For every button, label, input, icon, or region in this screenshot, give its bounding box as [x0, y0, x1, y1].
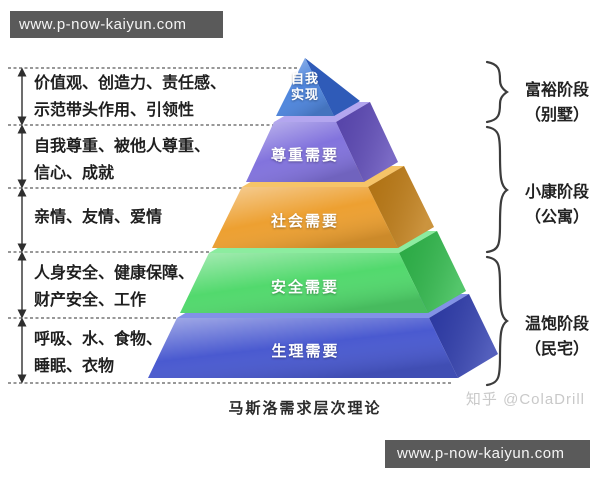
level-label-self-actualization: 自我 实现 [275, 71, 335, 103]
stage-label-line: 温饱阶段 [524, 316, 589, 333]
stage-label-line: （民宅） [524, 341, 589, 358]
watermark-bar-top: www.p-now-kaiyun.com [10, 11, 223, 38]
stage-label-subsistence: 温饱阶段 （民宅） [514, 312, 600, 362]
diagram-title: 马斯洛需求层次理论 [228, 400, 382, 417]
level5-side-shade [429, 294, 498, 378]
annotation-self-actualization: 价值观、创造力、责任感、 示范带头作用、引领性 [34, 70, 252, 124]
annotation-safety: 人身安全、健康保障、 财产安全、工作 [34, 260, 252, 314]
stage-label-line: 小康阶段 [524, 184, 589, 201]
author-credit: 知乎 @ColaDrill [465, 391, 585, 408]
level1-side-face [305, 58, 360, 116]
pyramid-level-esteem [246, 102, 398, 182]
annotation-line: 人身安全、健康保障、 [34, 265, 195, 282]
stage-label-comfortable: 小康阶段 （公寓） [514, 180, 600, 230]
level4-front-sheen [180, 253, 428, 313]
level-label-social: 社会需要 [270, 213, 339, 230]
stage-label-wealthy: 富裕阶段 （别墅） [514, 78, 600, 128]
stage-braces [485, 60, 509, 387]
watermark-bar-bottom: www.p-now-kaiyun.com [385, 440, 590, 468]
annotation-line: 亲情、友情、爱情 [34, 209, 163, 226]
annotation-esteem: 自我尊重、被他人尊重、 信心、成就 [34, 133, 252, 187]
level2-side-shade [336, 102, 398, 182]
level-label-esteem: 尊重需要 [270, 147, 339, 164]
brace-comfortable-stage [485, 125, 509, 254]
section-divider-dashed-lines [8, 67, 452, 384]
watermark-top-text: www.p-now-kaiyun.com [19, 16, 187, 33]
level3-side-shade [368, 166, 434, 248]
annotation-line: 信心、成就 [34, 165, 115, 182]
level-label-line: 实现 [290, 87, 319, 102]
pyramid-level-self-actualization [276, 58, 360, 116]
stage-label-line: 富裕阶段 [524, 82, 589, 99]
level-label-safety: 安全需要 [270, 279, 339, 296]
annotation-line: 财产安全、工作 [34, 292, 147, 309]
level4-side-shade [399, 231, 466, 313]
level-label-line: 自我 [290, 71, 319, 86]
level3-front-sheen [212, 187, 398, 248]
annotation-physiological: 呼吸、水、食物、 睡眠、衣物 [34, 326, 252, 380]
watermark-bottom-text: www.p-now-kaiyun.com [397, 445, 565, 462]
level1-front-sheen [276, 58, 334, 116]
annotation-line: 睡眠、衣物 [34, 358, 115, 375]
annotation-social: 亲情、友情、爱情 [34, 204, 252, 231]
annotation-line: 呼吸、水、食物、 [34, 331, 163, 348]
level-label-physiological: 生理需要 [271, 343, 340, 360]
stage-label-line: （公寓） [524, 209, 589, 226]
annotation-line: 自我尊重、被他人尊重、 [34, 138, 211, 155]
stage-label-line: （别墅） [524, 107, 589, 124]
level2-front-sheen [246, 122, 364, 182]
annotation-line: 示范带头作用、引领性 [34, 102, 195, 119]
level5-front-sheen [148, 318, 458, 378]
brace-wealthy-stage [485, 60, 509, 124]
brace-subsistence-stage [485, 255, 509, 387]
annotation-line: 价值观、创造力、责任感、 [34, 75, 227, 92]
